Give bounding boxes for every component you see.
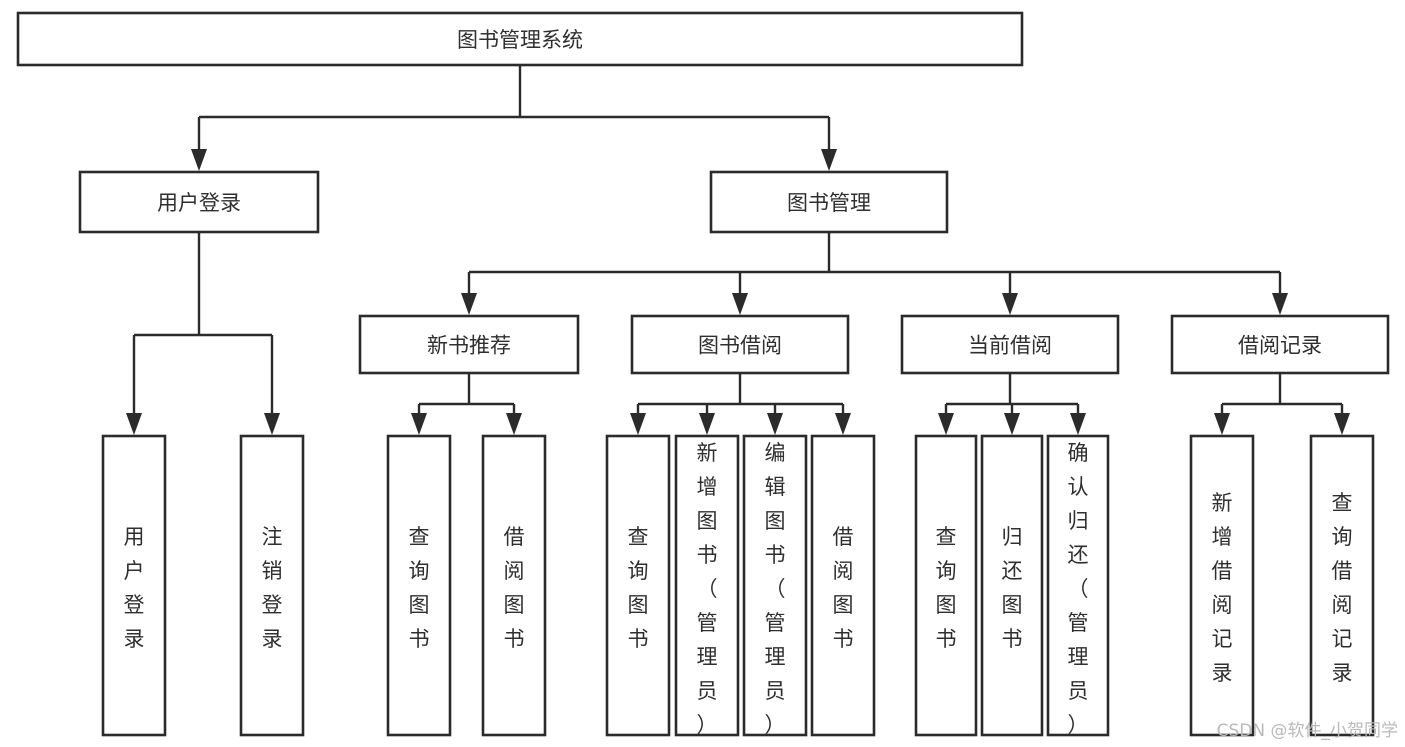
node-box-user-login[interactable]: 用户登录 [78,170,320,234]
connector-book-borrow-to-leaves [630,373,851,435]
arrow-head-icon [1002,293,1018,315]
arrow-head-icon [938,413,954,435]
arrow-head-icon [732,293,748,315]
node-box-book-borrow[interactable]: 图书借阅 [630,314,850,375]
nodes-layer: 图书管理系统用户登录图书管理新书推荐图书借阅当前借阅借阅记录用户登录注销登录查询… [16,11,1390,737]
leaf-box-add-borrow-record[interactable]: 新增借阅记录 [1189,434,1255,737]
node-box-root[interactable]: 图书管理系统 [16,11,1024,67]
arrow-head-icon [835,413,851,435]
leaf-box-add-borrow-record-label: 新增借阅记录 [1212,491,1233,685]
arrow-head-icon [126,413,142,435]
leaf-box-borrow-book-rect[interactable] [810,434,876,737]
node-box-current-borrow-label: 当前借阅 [968,334,1052,358]
leaf-box-user-login-label: 用户登录 [124,525,145,651]
node-box-book-borrow-label: 图书借阅 [698,334,782,358]
csdn-watermark: CSDN @软件_小贺同学 [1217,721,1398,741]
leaf-box-user-login[interactable]: 用户登录 [101,434,167,737]
node-box-borrow-record-rect[interactable] [1170,314,1390,375]
node-box-book-borrow-rect[interactable] [630,314,850,375]
leaf-box-confirm-return-admin-label: 确认归还（管理员） [1068,441,1089,737]
leaf-box-add-borrow-record-rect[interactable] [1189,434,1255,737]
arrow-head-icon [821,149,837,171]
arrow-head-icon [630,413,646,435]
leaf-box-query-borrow-record-rect[interactable] [1309,434,1375,737]
leaf-box-query-book-current-rect[interactable] [914,434,978,737]
node-box-new-book-recommend[interactable]: 新书推荐 [358,314,580,375]
node-box-user-login-rect[interactable] [78,170,320,234]
node-box-borrow-record[interactable]: 借阅记录 [1170,314,1390,375]
connector-book-management-to-level3 [461,232,1288,315]
leaf-box-confirm-return-admin-rect[interactable] [1046,434,1110,737]
leaf-box-query-book-borrow[interactable]: 查询图书 [605,434,671,737]
arrow-head-icon [1214,413,1230,435]
arrow-head-icon [461,293,477,315]
arrow-head-icon [411,413,427,435]
leaf-box-edit-book-admin-label: 编辑图书（管理员） [765,441,786,737]
node-box-current-borrow[interactable]: 当前借阅 [900,314,1120,375]
node-box-book-management-label: 图书管理 [787,191,871,215]
leaf-box-borrow-book-recommend-rect[interactable] [481,434,547,737]
arrow-head-icon [1070,413,1086,435]
leaf-box-edit-book-admin[interactable]: 编辑图书（管理员） [742,434,808,737]
leaf-box-query-book-borrow-label: 查询图书 [628,525,649,651]
leaf-box-query-book-current[interactable]: 查询图书 [914,434,978,737]
leaf-box-logout-label: 注销登录 [262,525,283,651]
connector-root-to-level2 [191,65,837,171]
node-box-user-login-label: 用户登录 [157,191,241,215]
leaf-box-logout-rect[interactable] [239,434,305,737]
leaf-box-add-book-admin-label: 新增图书（管理员） [697,441,718,737]
leaf-box-query-book-recommend-rect[interactable] [386,434,452,737]
leaf-box-query-book-current-label: 查询图书 [936,525,957,651]
leaf-box-return-book-label: 归还图书 [1002,525,1023,651]
leaf-box-borrow-book-recommend-label: 借阅图书 [504,525,525,651]
leaf-box-return-book[interactable]: 归还图书 [980,434,1044,737]
node-box-root-rect[interactable] [16,11,1024,67]
node-box-root-label: 图书管理系统 [457,28,583,52]
node-box-book-management-rect[interactable] [709,170,949,234]
node-box-new-book-recommend-label: 新书推荐 [427,334,511,358]
leaf-box-add-book-admin[interactable]: 新增图书（管理员） [674,434,740,737]
leaf-box-query-borrow-record-label: 查询借阅记录 [1332,491,1353,685]
connector-current-borrow-to-leaves [938,373,1086,435]
leaf-box-user-login-rect[interactable] [101,434,167,737]
connectors-layer [126,65,1350,435]
leaf-box-return-book-rect[interactable] [980,434,1044,737]
connector-borrow-record-to-leaves [1214,373,1350,435]
leaf-box-query-book-recommend[interactable]: 查询图书 [386,434,452,737]
connector-user-login-to-leaves [126,232,280,435]
leaf-box-edit-book-admin-rect[interactable] [742,434,808,737]
arrow-head-icon [506,413,522,435]
arrow-head-icon [264,413,280,435]
node-box-borrow-record-label: 借阅记录 [1238,334,1322,358]
arrow-head-icon [1272,293,1288,315]
leaf-box-borrow-book-label: 借阅图书 [833,525,854,651]
arrow-head-icon [767,413,783,435]
arrow-head-icon [1334,413,1350,435]
leaf-box-query-book-recommend-label: 查询图书 [409,525,430,651]
node-box-new-book-recommend-rect[interactable] [358,314,580,375]
connector-new-book-recommend-to-leaves [411,373,522,435]
arrow-head-icon [699,413,715,435]
node-box-current-borrow-rect[interactable] [900,314,1120,375]
arrow-head-icon [1004,413,1020,435]
leaf-box-query-borrow-record[interactable]: 查询借阅记录 [1309,434,1375,737]
arrow-head-icon [191,149,207,171]
leaf-box-add-book-admin-rect[interactable] [674,434,740,737]
leaf-box-borrow-book-recommend[interactable]: 借阅图书 [481,434,547,737]
leaf-box-logout[interactable]: 注销登录 [239,434,305,737]
leaf-box-query-book-borrow-rect[interactable] [605,434,671,737]
leaf-box-borrow-book[interactable]: 借阅图书 [810,434,876,737]
node-box-book-management[interactable]: 图书管理 [709,170,949,234]
leaf-box-confirm-return-admin[interactable]: 确认归还（管理员） [1046,434,1110,737]
